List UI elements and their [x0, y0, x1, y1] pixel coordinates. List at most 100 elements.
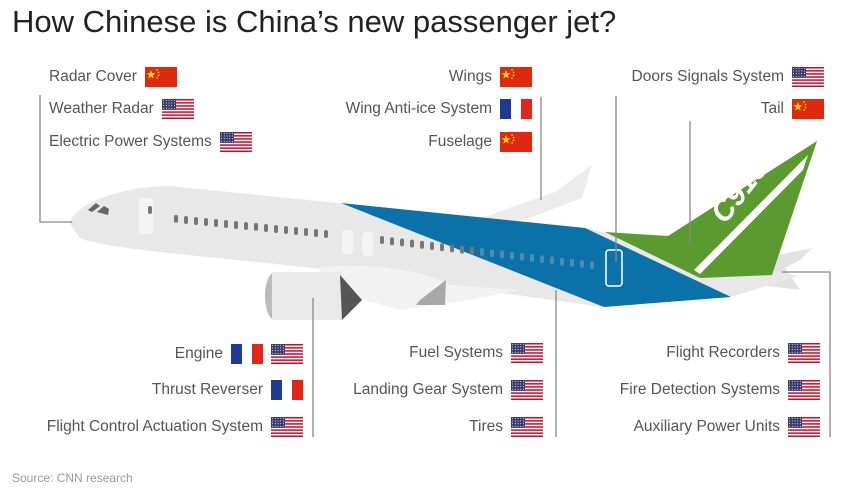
component-label: Wing Anti-ice System	[345, 100, 492, 117]
engine-fan	[340, 275, 362, 320]
component-label: Tires	[469, 418, 503, 435]
component-landing-gear-system: Landing Gear System	[353, 379, 543, 401]
component-tires: Tires	[469, 416, 543, 438]
usa-flag-icon	[271, 417, 303, 437]
flags	[271, 380, 303, 400]
window	[490, 249, 494, 258]
window	[420, 240, 424, 249]
window	[324, 230, 328, 238]
window	[148, 206, 152, 214]
window	[540, 255, 544, 264]
tail-fin	[605, 141, 817, 278]
usa-flag-icon	[792, 67, 824, 87]
window	[560, 257, 564, 266]
front-door	[139, 198, 153, 234]
component-label: Thrust Reverser	[151, 381, 263, 398]
page-title: How Chinese is China’s new passenger jet…	[12, 4, 617, 39]
component-flight-control-actuation-system: Flight Control Actuation System	[47, 416, 303, 438]
component-radar-cover: Radar Cover	[49, 66, 177, 88]
window	[510, 251, 514, 260]
tail-fin-stripe	[694, 155, 808, 274]
window	[450, 244, 454, 253]
flags	[788, 380, 820, 400]
flags	[511, 343, 543, 363]
passenger-windows	[148, 206, 594, 270]
component-fuselage: Fuselage	[428, 131, 532, 153]
usa-flag-icon	[511, 343, 543, 363]
window	[440, 243, 444, 252]
window	[580, 260, 584, 268]
window	[530, 254, 534, 262]
window	[174, 215, 178, 223]
china-flag-icon	[144, 67, 177, 87]
mid-door	[342, 230, 353, 254]
component-tail: Tail	[761, 98, 824, 120]
cockpit-window	[97, 206, 109, 215]
flags	[788, 343, 820, 363]
component-label: Fuselage	[428, 133, 492, 150]
window	[224, 220, 228, 228]
cockpit-window	[88, 203, 100, 212]
window	[204, 218, 208, 226]
china-flag-icon	[500, 132, 532, 152]
flags	[792, 67, 824, 87]
component-fire-detection-systems: Fire Detection Systems	[620, 379, 820, 401]
component-label: Doors Signals System	[631, 68, 784, 85]
window	[550, 256, 554, 265]
window	[184, 216, 188, 224]
usa-flag-icon	[511, 417, 543, 437]
france-flag-icon	[231, 344, 263, 364]
window	[390, 237, 394, 246]
window	[410, 239, 414, 248]
component-label: Flight Recorders	[666, 344, 780, 361]
window	[380, 236, 384, 244]
window	[244, 222, 248, 230]
component-label: Fire Detection Systems	[619, 381, 780, 398]
component-thrust-reverser: Thrust Reverser	[152, 379, 303, 401]
window	[274, 225, 278, 233]
component-label: Weather Radar	[49, 100, 154, 117]
window	[460, 245, 464, 254]
window	[194, 217, 198, 225]
far-wing	[470, 165, 592, 228]
component-fuel-systems: Fuel Systems	[409, 342, 543, 364]
component-label: Tail	[760, 100, 784, 117]
component-label: Flight Control Actuation System	[46, 418, 263, 435]
flags	[511, 417, 543, 437]
flags	[500, 67, 532, 87]
near-wing	[318, 265, 520, 310]
flags	[271, 417, 303, 437]
usa-flag-icon	[219, 132, 252, 152]
window	[430, 242, 434, 250]
mid-door	[362, 232, 373, 256]
china-flag-icon	[792, 99, 824, 119]
rear-door	[605, 249, 623, 287]
window	[400, 238, 404, 247]
usa-flag-icon	[788, 343, 820, 363]
france-flag-icon	[271, 380, 303, 400]
usa-flag-icon	[271, 344, 303, 364]
component-auxiliary-power-units: Auxiliary Power Units	[634, 416, 820, 438]
france-flag-icon	[500, 99, 532, 119]
flags	[144, 67, 177, 87]
window	[264, 224, 268, 232]
component-engine: Engine	[175, 343, 303, 365]
component-wing-anti-ice-system: Wing Anti-ice System	[346, 98, 532, 120]
fuselage-blue-stripe	[341, 203, 731, 307]
component-label: Landing Gear System	[353, 381, 503, 398]
window	[470, 246, 474, 255]
connector-lines	[39, 95, 831, 437]
window	[254, 223, 258, 231]
usa-flag-icon	[161, 99, 194, 119]
flags	[231, 344, 303, 364]
component-weather-radar: Weather Radar	[49, 98, 194, 120]
landing-gear-fairing	[416, 280, 446, 305]
component-label: Fuel Systems	[409, 344, 503, 361]
engine-nacelle	[272, 272, 342, 320]
component-label: Engine	[174, 345, 223, 362]
flags	[219, 132, 252, 152]
window	[314, 229, 318, 237]
component-label: Auxiliary Power Units	[633, 418, 780, 435]
